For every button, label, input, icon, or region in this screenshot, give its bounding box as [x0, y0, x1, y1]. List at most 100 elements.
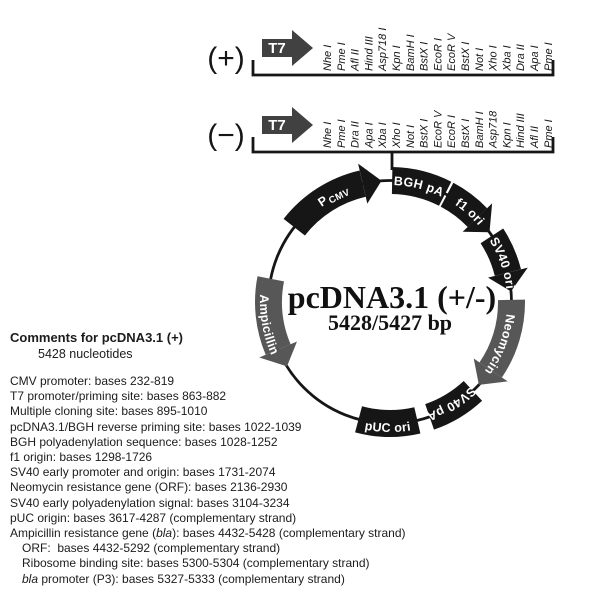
segment-arrowhead [473, 358, 508, 385]
comment-text: BGH polyadenylation sequence: bases 1028… [10, 434, 278, 449]
comment-line: bla promoter (P3): bases 5327-5333 (comp… [10, 572, 480, 587]
comment-line: BGH polyadenylation sequence: bases 1028… [10, 435, 480, 450]
enzyme-label: Afl II [350, 49, 362, 72]
comment-line: Ribosome binding site: bases 5300-5304 (… [10, 556, 480, 571]
comment-text: SV40 early polyadenylation signal: bases… [10, 495, 290, 510]
comments-block: Comments for pcDNA3.1 (+) 5428 nucleotid… [10, 330, 480, 587]
enzyme-label: EcoR I [446, 115, 458, 148]
enzyme-label: Hind III [363, 36, 375, 71]
comment-text: Multiple cloning site: bases 895-1010 [10, 404, 208, 419]
comment-text: T7 promoter/priming site: bases 863-882 [10, 389, 227, 404]
segment-arrowhead [358, 163, 382, 204]
enzyme-label: Nhe I [322, 45, 334, 71]
comments-subtitle: 5428 nucleotides [38, 347, 133, 361]
enzyme-label: Dra II [515, 44, 527, 71]
segment-band [425, 381, 483, 430]
segment-band [283, 170, 366, 236]
enzyme-label: Pme I [543, 42, 555, 71]
enzyme-label: Xho I [391, 122, 403, 149]
segment-label: pUC ori [364, 419, 412, 435]
segment-f1-ori: f1 ori [440, 182, 493, 233]
gene-name-italic: bla [156, 526, 173, 541]
enzyme-label: Kpn I [391, 45, 403, 71]
enzyme-label: Nhe I [322, 122, 334, 148]
mcs-plus-bracket [251, 60, 555, 77]
comments-spacer [10, 361, 480, 374]
enzyme-label: Xba I [501, 45, 513, 72]
comment-line: CMV promoter: bases 232-819 [10, 374, 480, 389]
comment-text: promoter (P3): bases 5327-5333 (compleme… [38, 571, 345, 586]
comment-line: pcDNA3.1/BGH reverse priming site: bases… [10, 420, 480, 435]
enzyme-label: Apa I [529, 45, 541, 72]
segment-band [479, 299, 526, 378]
t7-label: T7 [268, 117, 286, 134]
enzyme-label: BamH I [405, 34, 417, 71]
segment-arrowhead [488, 267, 528, 292]
plasmid-size: 5428/5427 bp [328, 310, 452, 335]
comment-text: SV40 early promoter and origin: bases 17… [10, 465, 276, 480]
comment-text: Ampicillin resistance gene ( [10, 526, 157, 541]
enzyme-label: BstX I [419, 42, 431, 71]
mcs-minus-sign: (−) [207, 119, 245, 152]
comment-line: ORF: bases 4432-5292 (complementary stra… [10, 541, 480, 556]
enzyme-label: BstX I [419, 119, 431, 148]
enzyme-label: Hind III [515, 113, 527, 148]
gene-name-italic: bla [22, 571, 39, 586]
segment-arrowhead [462, 203, 493, 233]
enzyme-label: BstX I [460, 42, 472, 71]
enzyme-label: Not I [474, 48, 486, 71]
enzyme-label: Not I [405, 125, 417, 148]
enzyme-label: Xba I [377, 122, 389, 149]
comment-line: SV40 early promoter and origin: bases 17… [10, 465, 480, 480]
segment-arrowhead [259, 341, 297, 367]
mcs-minus-bracket [251, 137, 555, 154]
enzyme-label: Pme I [336, 119, 348, 148]
enzyme-label: BstX I [460, 119, 472, 148]
comment-text: Neomycin resistance gene (ORF): bases 21… [10, 480, 288, 495]
segment-puc-ori: pUC ori [355, 406, 421, 437]
comment-line: Ampicillin resistance gene (bla): bases … [10, 526, 480, 541]
enzyme-label: Apa I [363, 122, 375, 149]
comment-text: ): bases 4432-5428 (complementary strand… [172, 526, 406, 541]
comment-text: Ribosome binding site: bases 5300-5304 (… [22, 556, 370, 571]
mcs-plus-sign: (+) [207, 42, 245, 75]
enzyme-label: Dra II [350, 121, 362, 148]
comment-line: pUC origin: bases 3617-4287 (complementa… [10, 511, 480, 526]
enzyme-label: EcoR V [432, 109, 444, 148]
comment-line: Multiple cloning site: bases 895-1010 [10, 404, 480, 419]
segment-band [440, 182, 488, 227]
comment-line: f1 origin: bases 1298-1726 [10, 450, 480, 465]
enzyme-label: EcoR V [446, 32, 458, 71]
enzyme-label: EcoR I [432, 38, 444, 71]
comment-text: pcDNA3.1/BGH reverse priming site: bases… [10, 419, 302, 434]
t7-arrow-icon [262, 107, 313, 143]
comment-text: pUC origin: bases 3617-4287 (complementa… [10, 510, 297, 525]
segment-band [255, 276, 291, 355]
comment-text: ORF: bases 4432-5292 (complementary stra… [22, 541, 281, 556]
enzyme-label: Pme I [543, 119, 555, 148]
comment-text: f1 origin: bases 1298-1726 [10, 450, 153, 465]
comment-line: SV40 early polyadenylation signal: bases… [10, 496, 480, 511]
segment-p-cmv: PCMV [283, 163, 382, 236]
segment-band [355, 406, 421, 437]
enzyme-label: Kpn I [501, 122, 513, 148]
comment-text: CMV promoter: bases 232-819 [10, 374, 175, 388]
comment-line: T7 promoter/priming site: bases 863-882 [10, 389, 480, 404]
t7-arrow-icon [262, 30, 313, 66]
enzyme-label: Afl II [529, 126, 541, 149]
enzyme-label: Pme I [336, 42, 348, 71]
comment-line: Neomycin resistance gene (ORF): bases 21… [10, 480, 480, 495]
plasmid-title: pcDNA3.1 (+/-) [288, 279, 496, 315]
segment-bgh-pa: BGH pA [391, 167, 452, 206]
comments-title: Comments for pcDNA3.1 (+) [10, 330, 183, 345]
enzyme-label: BamH I [474, 111, 486, 148]
enzyme-label: Asp718 [488, 110, 500, 149]
segment-band [391, 167, 452, 206]
